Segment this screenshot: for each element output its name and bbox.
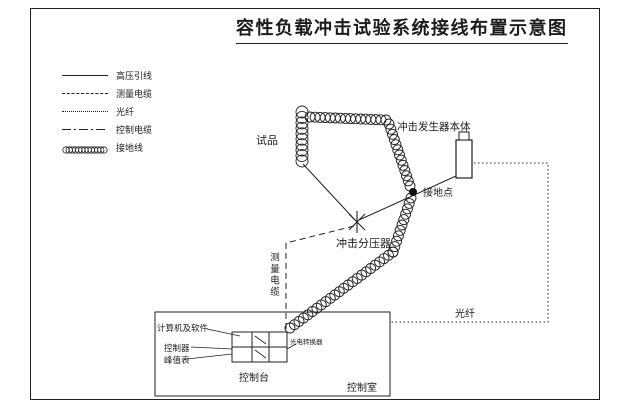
measurement-cable-label: 测量电缆: [268, 252, 279, 298]
page-title: 容性负载冲击试验系统接线布置示意图: [236, 14, 568, 44]
legend-item-fiber: 光纤: [62, 102, 152, 120]
photoelectric-converter-label: 光电转换器: [290, 339, 323, 346]
legend-item-control-cable: 控制电缆: [62, 120, 152, 138]
ground-coil-top: [304, 111, 392, 126]
impulse-divider-symbol: [348, 211, 366, 233]
control-room-label: 控制室: [347, 383, 377, 394]
legend-item-hv-lead: 高压引线: [62, 66, 152, 84]
computer-software-label: 计算机及软件: [157, 323, 209, 333]
dashed-line-sample: [62, 88, 108, 98]
console-label: 控制台: [239, 373, 269, 384]
legend-item-ground-wire: 接地线: [62, 138, 152, 156]
dotted-line-sample: [62, 106, 108, 116]
coil-sample-svg: [62, 146, 108, 154]
solid-line-sample: [62, 70, 108, 80]
hv-lead-divider-generator: [358, 175, 457, 221]
legend-label: 控制电缆: [116, 124, 153, 135]
peak-meter-label: 峰值表: [164, 355, 190, 365]
test-object-coil: [295, 105, 309, 168]
generator-body-box: [455, 139, 473, 179]
generator-body-label: 冲击发生器本体: [397, 121, 471, 133]
controller-label: 控制器: [164, 343, 190, 353]
generator-body-cap: [458, 131, 470, 141]
label-pointer-lines: [186, 328, 297, 360]
legend-label: 光纤: [116, 106, 135, 117]
ground-point-label: 接地点: [423, 188, 453, 199]
dashdot-line-sample: [62, 124, 108, 134]
measurement-cable-line: [285, 225, 355, 331]
test-object-label: 试品: [256, 135, 278, 147]
ground-coil-down-2: [284, 246, 399, 334]
legend-label: 高压引线: [116, 70, 153, 81]
control-room-box: [154, 311, 391, 397]
legend: 高压引线 测量电缆 光纤 控制电缆 接地线: [62, 66, 152, 156]
optical-fiber-line: [390, 162, 549, 323]
diagram-border: [30, 8, 600, 400]
coil-line-sample: [62, 142, 108, 154]
impulse-divider-label: 冲击分压器: [336, 238, 391, 250]
console-box: [231, 331, 288, 363]
legend-item-measure-cable: 测量电缆: [62, 84, 152, 102]
ground-point-dot: [409, 188, 417, 196]
legend-label: 接地线: [116, 142, 144, 153]
optical-fiber-label: 光纤: [455, 309, 475, 320]
ground-coil-to-groundpoint: [383, 118, 416, 192]
legend-label: 测量电缆: [116, 88, 153, 99]
hv-lead-testobject-divider: [302, 163, 356, 221]
